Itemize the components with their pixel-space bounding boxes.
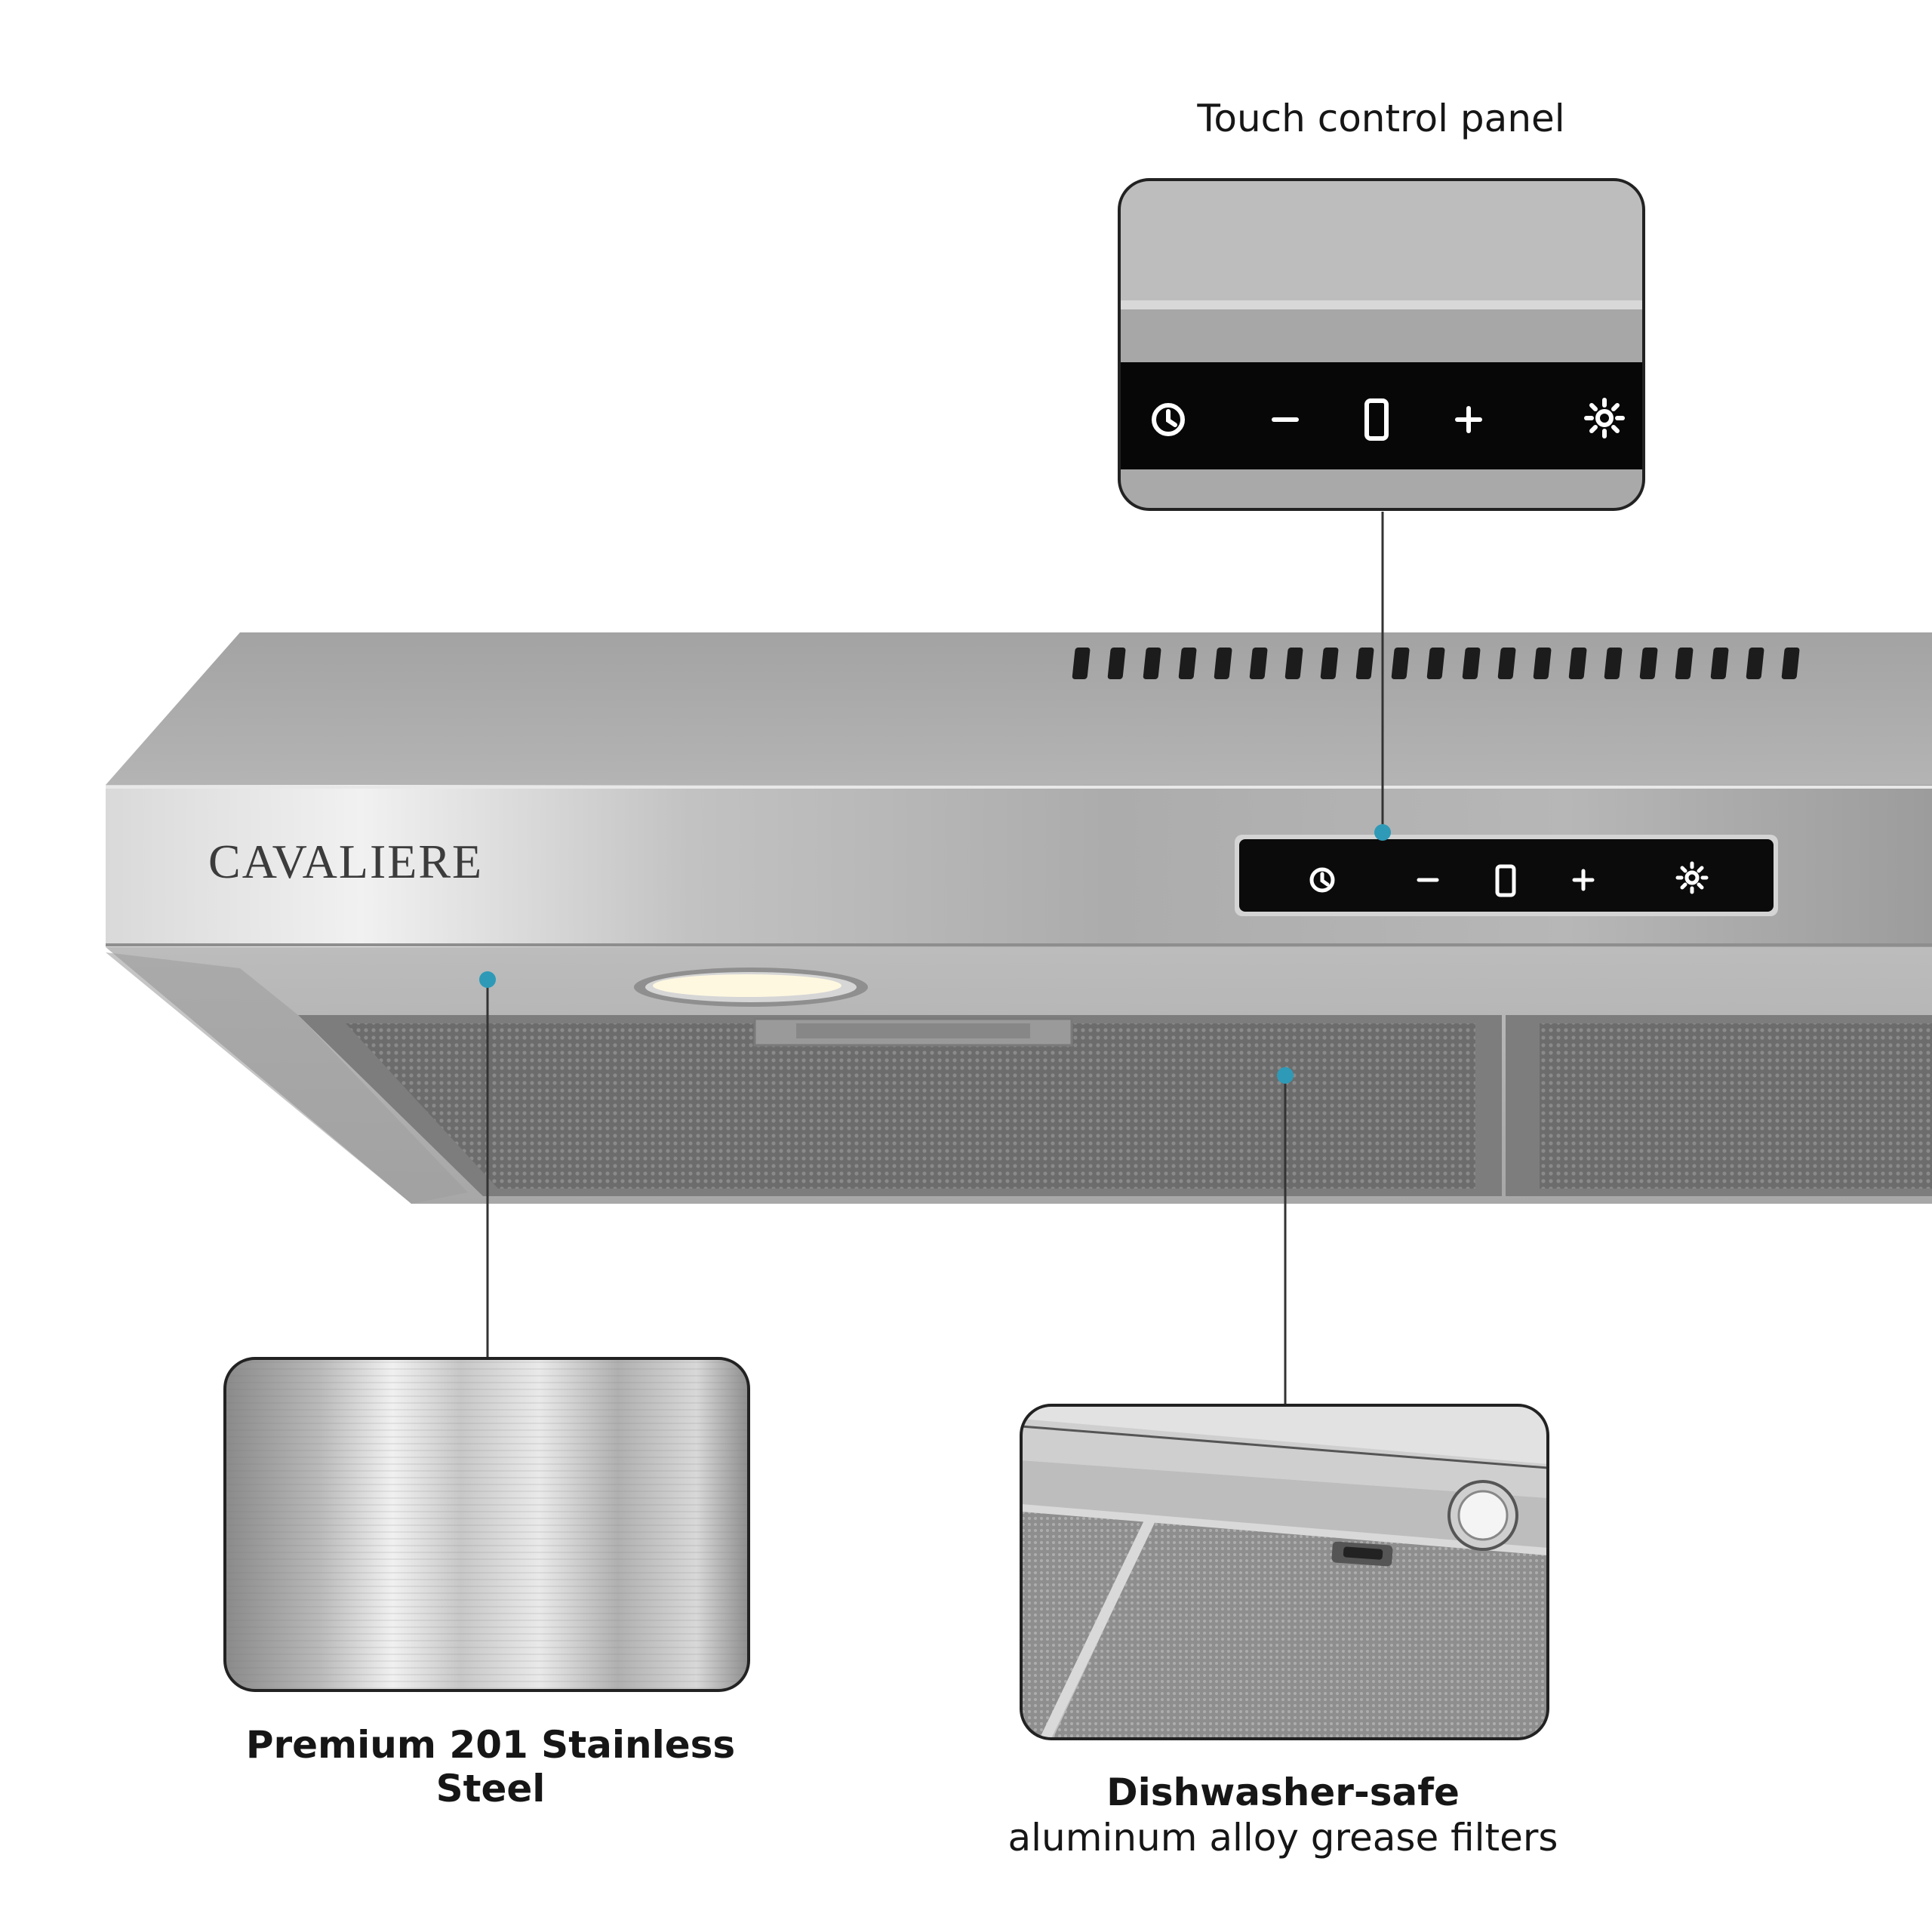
vent-slot xyxy=(1143,648,1161,679)
display-digit-icon xyxy=(1364,398,1389,441)
light-icon[interactable] xyxy=(1675,861,1709,894)
stainless-label: Premium 201 Stainless Steel xyxy=(245,1723,736,1810)
vent-slot xyxy=(1072,648,1091,679)
vent-slot xyxy=(1391,648,1410,679)
filters-title-label: Dishwasher-safe xyxy=(1106,1770,1460,1814)
vent-slot xyxy=(1675,648,1694,679)
grease-filter-right xyxy=(1540,1023,1932,1189)
callout-dots xyxy=(479,824,1391,1084)
dot-touch-panel xyxy=(1374,824,1391,841)
display-digit-icon xyxy=(1495,864,1516,897)
callout-leaders xyxy=(486,512,1384,1405)
hood-panel-buttons xyxy=(1309,861,1709,897)
plus-icon[interactable] xyxy=(1572,869,1595,891)
hood-top-surface xyxy=(106,632,1932,785)
vent-slot xyxy=(1639,648,1658,679)
stainless-steel-inset xyxy=(223,1357,750,1692)
vent-slot xyxy=(1284,648,1303,679)
light-icon xyxy=(1584,398,1625,438)
vent-slot xyxy=(1533,648,1552,679)
vent-slots xyxy=(1072,648,1800,679)
dot-filters xyxy=(1277,1067,1294,1084)
timer-icon[interactable] xyxy=(1309,867,1335,893)
filters-subtitle-label: aluminum alloy grease filters xyxy=(1008,1816,1558,1860)
plus-icon xyxy=(1455,406,1482,433)
vent-slot xyxy=(1426,648,1445,679)
vent-slot xyxy=(1710,648,1729,679)
vent-slot xyxy=(1214,648,1232,679)
vent-slot xyxy=(1462,648,1481,679)
grease-filter-left xyxy=(346,1023,1475,1189)
range-hood xyxy=(106,632,1932,1204)
timer-icon xyxy=(1152,403,1185,436)
hood-control-panel xyxy=(1239,839,1774,912)
touch-panel-inset xyxy=(1118,178,1645,511)
vent-slot xyxy=(1746,648,1764,679)
vent-slot xyxy=(1497,648,1516,679)
brand-logo: CAVALIERE xyxy=(208,835,484,888)
vent-slot xyxy=(1568,648,1587,679)
vent-slot xyxy=(1781,648,1800,679)
touch-panel-label: Touch control panel xyxy=(1197,97,1565,140)
vent-slot xyxy=(1320,648,1339,679)
vent-slot xyxy=(1604,648,1623,679)
hood-light-icon xyxy=(653,974,841,997)
filter-inset xyxy=(1020,1404,1549,1740)
vent-slot xyxy=(1178,648,1197,679)
vent-slot xyxy=(1107,648,1126,679)
dot-stainless xyxy=(479,971,496,988)
vent-slot xyxy=(1355,648,1374,679)
vent-slot xyxy=(1249,648,1268,679)
